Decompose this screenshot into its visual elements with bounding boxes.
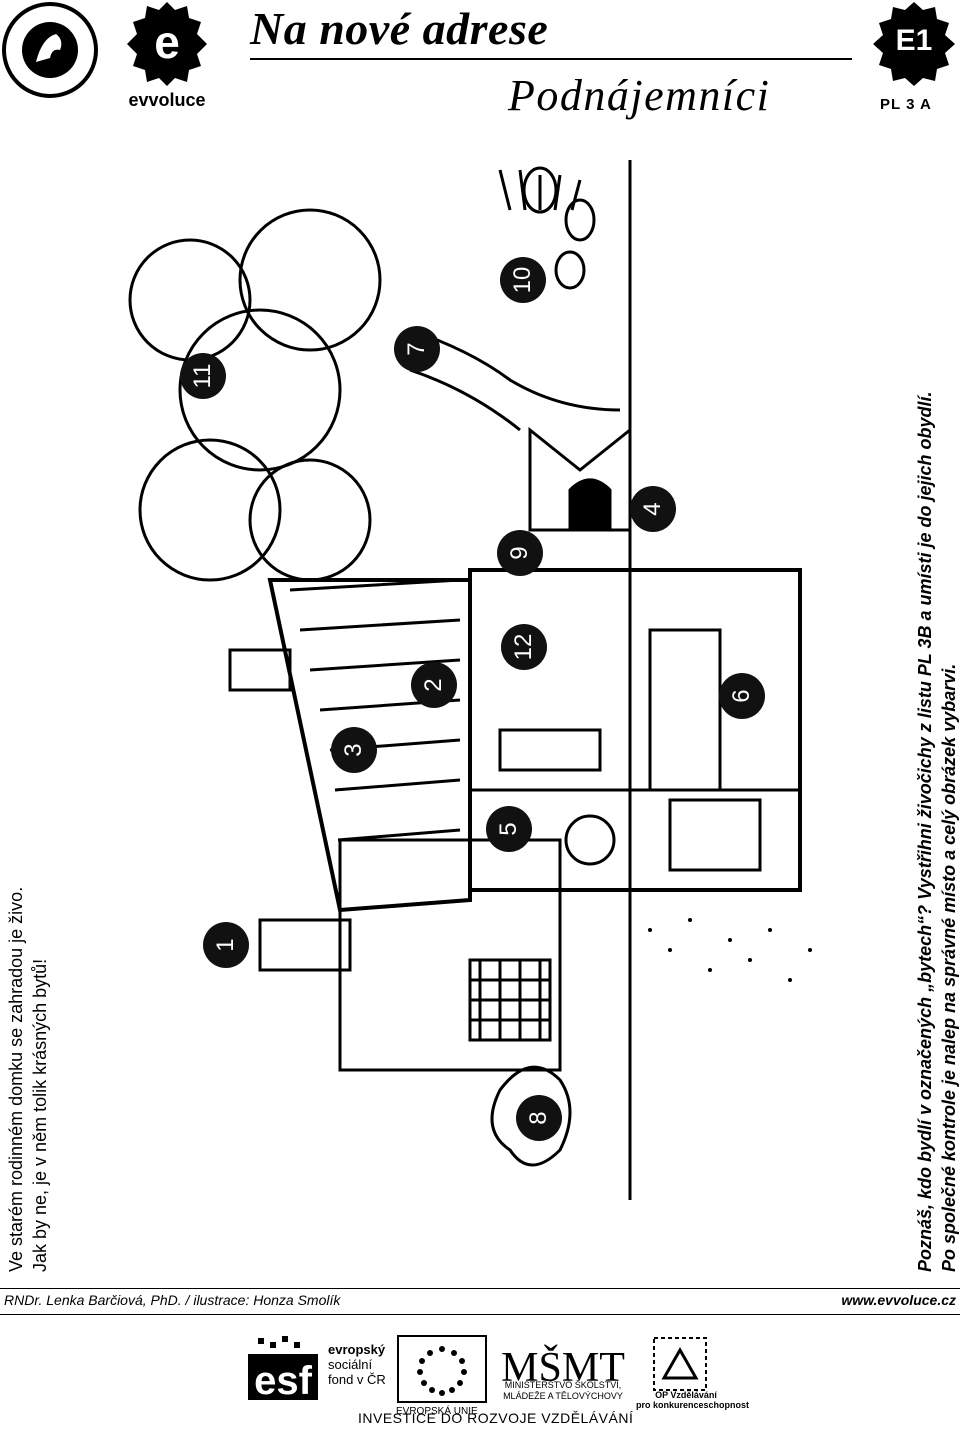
esf-label-1: evropský bbox=[328, 1342, 386, 1357]
badge-code: E1 bbox=[895, 24, 933, 57]
footer-divider-top bbox=[0, 1288, 960, 1289]
marker-9: 9 bbox=[497, 530, 543, 576]
marker-2: 2 bbox=[411, 662, 457, 708]
sheet-badge bbox=[873, 2, 955, 86]
msmt-logo-icon: MŠMT bbox=[501, 1344, 625, 1391]
author-credit: RNDr. Lenka Barčiová, PhD. / ilustrace: … bbox=[4, 1292, 341, 1308]
house-illustration bbox=[128, 160, 812, 1200]
marker-6: 6 bbox=[719, 673, 765, 719]
msmt-label: MINISTERSTVO ŠKOLSTVÍ, MLÁDEŽE A TĚLOVÝC… bbox=[490, 1380, 636, 1402]
title-divider bbox=[250, 58, 852, 60]
marker-7: 7 bbox=[394, 326, 440, 372]
marker-3: 3 bbox=[331, 727, 377, 773]
marker-10: 10 bbox=[500, 257, 546, 303]
op-label-1: OP Vzdělávání bbox=[655, 1390, 717, 1400]
esf-label-3: fond v ČR bbox=[328, 1372, 386, 1387]
evvoluce-logo-label: evvoluce bbox=[128, 90, 205, 110]
eu-label: EVROPSKÁ UNIE bbox=[396, 1406, 478, 1417]
investice-tagline: INVESTICE DO ROZVOJE VZDĚLÁVÁNÍ bbox=[358, 1410, 634, 1426]
marker-12: 12 bbox=[501, 624, 547, 670]
footer-divider-bottom bbox=[0, 1314, 960, 1315]
msmt-label-1: MINISTERSTVO ŠKOLSTVÍ, bbox=[504, 1380, 622, 1390]
page-subtitle: Podnájemníci bbox=[508, 71, 771, 120]
task-line-1: Poznáš, kdo bydlí v označených „bytech“?… bbox=[915, 391, 935, 1272]
website-link[interactable]: www.evvoluce.cz bbox=[841, 1292, 956, 1308]
eu-flag-icon bbox=[397, 1335, 487, 1403]
intro-text: Ve starém rodinném domku se zahradou je … bbox=[4, 887, 52, 1272]
intro-line-2: Jak by ne, je v něm tolik krásných bytů! bbox=[30, 958, 50, 1272]
op-vzdelavani-logo-icon bbox=[653, 1337, 707, 1391]
svg-text:MŠMT: MŠMT bbox=[501, 1344, 625, 1391]
intro-line-1: Ve starém rodinném domku se zahradou je … bbox=[6, 886, 26, 1272]
marker-4: 4 bbox=[630, 486, 676, 532]
msmt-label-2: MLÁDEŽE A TĚLOVÝCHOVY bbox=[503, 1391, 623, 1401]
task-line-2: Po společné kontrole je nalep na správné… bbox=[939, 663, 959, 1272]
page-title: Na nové adrese bbox=[250, 3, 549, 54]
op-label-2: pro konkurenceschopnost bbox=[636, 1400, 750, 1410]
ochrana-fauny-logo bbox=[2, 2, 98, 98]
evvoluce-logo: e evvoluce bbox=[127, 2, 207, 110]
marker-8: 8 bbox=[516, 1095, 562, 1141]
sheet-code: PL 3 A bbox=[880, 96, 932, 113]
marker-1: 1 bbox=[203, 922, 249, 968]
task-text: Poznáš, kdo bydlí v označených „bytech“?… bbox=[913, 391, 960, 1272]
esf-logo: esf evropský sociální fond v ČR bbox=[248, 1334, 388, 1404]
esf-label-2: sociální bbox=[328, 1357, 373, 1372]
svg-text:esf: esf bbox=[254, 1359, 312, 1403]
svg-text:e: e bbox=[154, 16, 180, 68]
esf-mark-icon: esf bbox=[248, 1336, 318, 1403]
marker-11: 11 bbox=[180, 353, 226, 399]
marker-5: 5 bbox=[486, 806, 532, 852]
op-label: OP Vzdělávání pro konkurenceschopnost bbox=[636, 1390, 750, 1410]
